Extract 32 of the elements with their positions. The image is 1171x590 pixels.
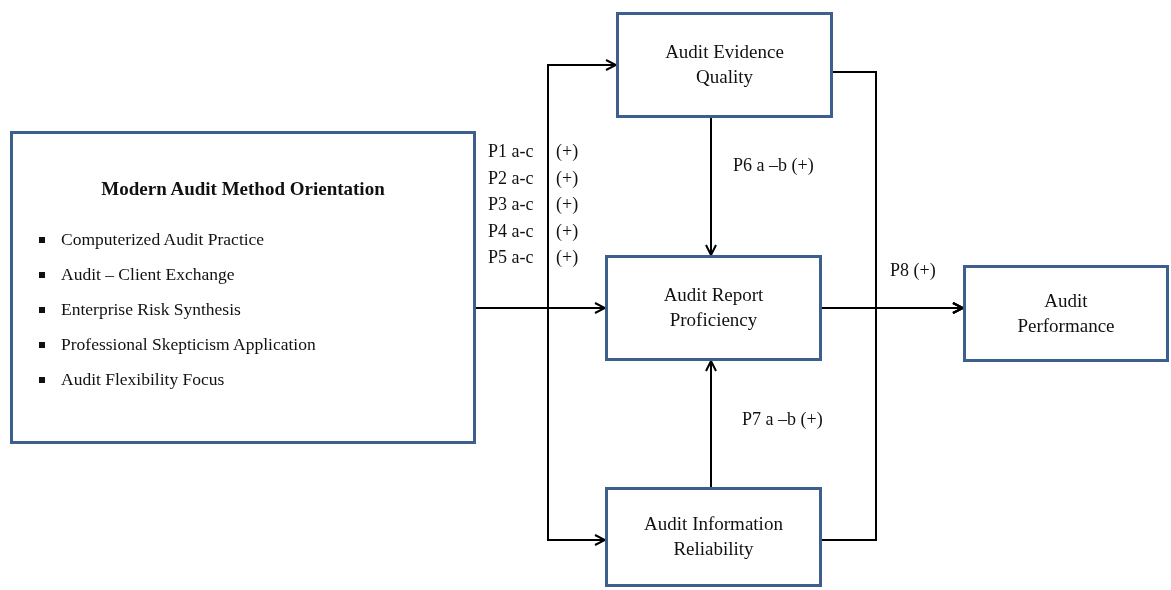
edge-label: P7 a –b (+) [740,409,825,431]
path-label: (+) [556,220,579,243]
box-label: Audit Performance [1016,288,1116,338]
path-label: P1 a-c [488,141,534,163]
bullet-item: Enterprise Risk Synthesis [61,298,241,321]
concept-box [10,131,476,444]
path-label: P2 a-c [488,167,534,190]
bullet-item: Audit – Client Exchange [61,263,235,286]
concept-box [605,487,822,587]
box-label: Audit Information Reliability [643,512,784,561]
path-label: P3 a-c [488,194,534,216]
path-label: P4 a-c [488,220,534,243]
concept-box [963,265,1169,362]
bullet-item: Professional Skepticism Application [61,333,316,356]
concept-box [605,255,822,361]
path-label: (+) [556,141,579,163]
path-label: (+) [556,167,579,190]
path-label: (+) [556,247,579,269]
arrow [821,302,964,541]
arrow [705,360,717,488]
path-label: P5 a-c [488,247,534,269]
bullet-item: Computerized Audit Practice [61,228,265,251]
box-label: Audit Report Proficiency [662,283,765,332]
edge-label: P8 (+) [888,260,938,282]
path-label: (+) [556,194,579,216]
arrow [475,307,606,546]
edge-label: P6 a –b (+) [731,155,816,177]
concept-box [616,12,833,118]
box-heading: Modern Audit Method Orientation [101,178,385,200]
box-label: Audit Evidence Quality [664,40,785,89]
bullet-item: Audit Flexibility Focus [61,368,225,391]
arrow [705,117,717,256]
